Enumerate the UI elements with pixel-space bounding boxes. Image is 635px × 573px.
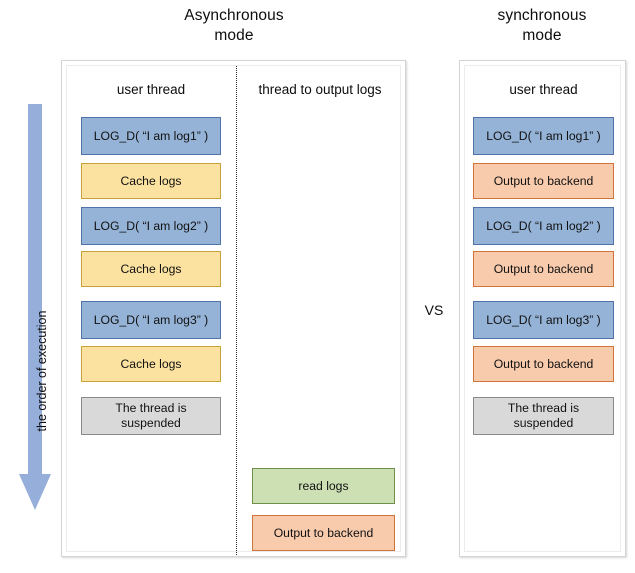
sync-user-thread-header: user thread: [509, 82, 578, 97]
sync-step-box[interactable]: LOG_D( “I am log3” ): [473, 301, 614, 339]
sync-mode-title-line1: synchronous: [497, 7, 587, 24]
async-output-step-box[interactable]: read logs: [252, 468, 395, 504]
sync-mode-title-line2: mode: [522, 27, 562, 44]
sync-panel-inner: user thread LOG_D( “I am log1” ) Output …: [464, 65, 621, 552]
async-user-thread-header: user thread: [116, 82, 186, 97]
async-panel-inner: user thread thread to output logs LOG_D(…: [66, 65, 401, 555]
thread-divider: [236, 66, 237, 555]
vs-label: VS: [424, 302, 444, 318]
async-mode-title: Asynchronous mode: [148, 6, 320, 46]
sync-step-box[interactable]: Output to backend: [473, 251, 614, 287]
async-output-step-box[interactable]: Output to backend: [252, 515, 395, 551]
async-step-box[interactable]: LOG_D( “I am log2” ): [81, 207, 221, 245]
sync-mode-panel: user thread LOG_D( “I am log1” ) Output …: [459, 60, 626, 557]
sync-step-box[interactable]: Output to backend: [473, 163, 614, 199]
async-step-box[interactable]: LOG_D( “I am log3” ): [81, 301, 221, 339]
sync-mode-title: synchronous mode: [452, 6, 632, 46]
async-step-box[interactable]: Cache logs: [81, 346, 221, 382]
order-of-execution-arrow: the order of execution: [12, 104, 58, 512]
order-of-execution-label: the order of execution: [35, 310, 49, 432]
async-mode-title-line1: Asynchronous: [184, 7, 284, 24]
down-arrow-icon: [19, 104, 51, 510]
async-step-box[interactable]: LOG_D( “I am log1” ): [81, 117, 221, 155]
async-mode-panel: user thread thread to output logs LOG_D(…: [61, 60, 406, 557]
sync-step-box[interactable]: LOG_D( “I am log2” ): [473, 207, 614, 245]
async-output-thread-header: thread to output logs: [258, 82, 382, 97]
async-step-box[interactable]: Cache logs: [81, 163, 221, 199]
async-mode-title-line2: mode: [214, 27, 254, 44]
sync-step-box[interactable]: LOG_D( “I am log1” ): [473, 117, 614, 155]
sync-step-box[interactable]: Output to backend: [473, 346, 614, 382]
async-step-box[interactable]: Cache logs: [81, 251, 221, 287]
